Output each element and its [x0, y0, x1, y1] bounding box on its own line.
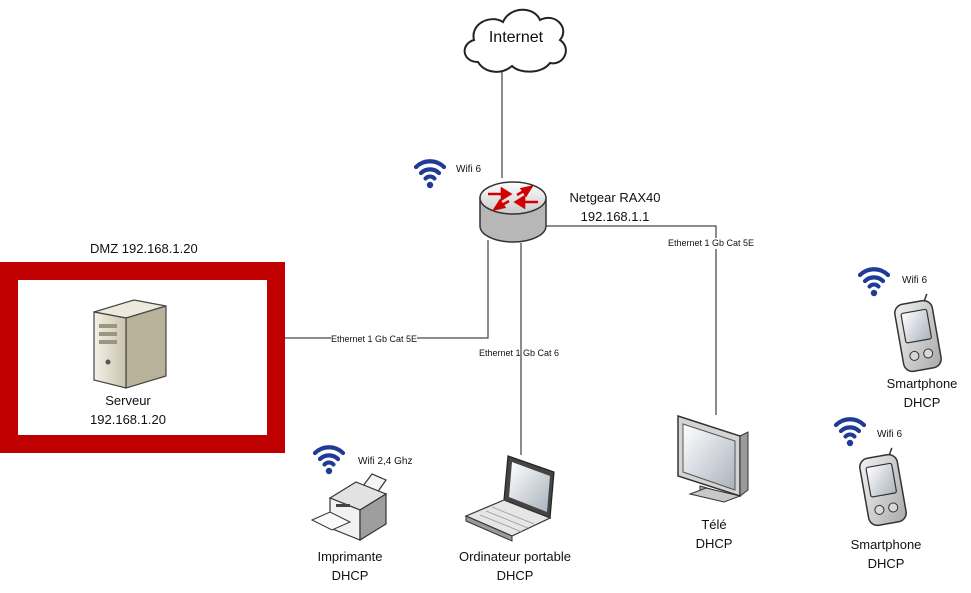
router-wifi-label: Wifi 6 [456, 164, 481, 175]
smartphone-icon [856, 446, 909, 528]
router-ip: 192.168.1.1 [580, 209, 650, 224]
printer-mode: DHCP [331, 568, 369, 583]
laptop-name: Ordinateur portable [458, 549, 571, 564]
smartphone2-mode: DHCP [867, 556, 905, 571]
smartphone-icon [891, 292, 944, 374]
link-laptop-label: Ethernet 1 Gb Cat 6 [479, 348, 560, 358]
wifi-icon [416, 161, 444, 188]
tv-name: Télé [701, 517, 727, 532]
wifi-icon [836, 419, 864, 446]
server-icon [93, 299, 167, 389]
smartphone2-wifi-label: Wifi 6 [877, 429, 902, 440]
laptop-mode: DHCP [496, 568, 534, 583]
wifi-icon [860, 269, 888, 296]
printer-wifi-label: Wifi 2,4 Ghz [358, 456, 413, 467]
link-server-label: Ethernet 1 Gb Cat 5E [331, 334, 418, 345]
wifi-icon [315, 447, 343, 474]
smartphone1-name: Smartphone [886, 376, 958, 391]
router-name: Netgear RAX40 [569, 190, 661, 205]
smartphone2-name: Smartphone [850, 537, 922, 552]
server-ip: 192.168.1.20 [90, 412, 166, 427]
internet-label: Internet [488, 29, 544, 46]
cloud-icon [463, 8, 567, 73]
smartphone1-wifi-label: Wifi 6 [902, 275, 927, 286]
monitor-icon [677, 414, 749, 503]
server-name: Serveur [105, 393, 151, 408]
link-tv-label: Ethernet 1 Gb Cat 5E [668, 238, 755, 249]
dmz-title: DMZ 192.168.1.20 [90, 241, 198, 256]
printer-name: Imprimante [317, 549, 383, 564]
router-icon [479, 181, 547, 243]
tv-mode: DHCP [695, 536, 733, 551]
smartphone1-mode: DHCP [903, 395, 941, 410]
laptop-icon [464, 455, 555, 542]
printer-icon [310, 473, 388, 542]
line-router-tv [546, 225, 717, 415]
